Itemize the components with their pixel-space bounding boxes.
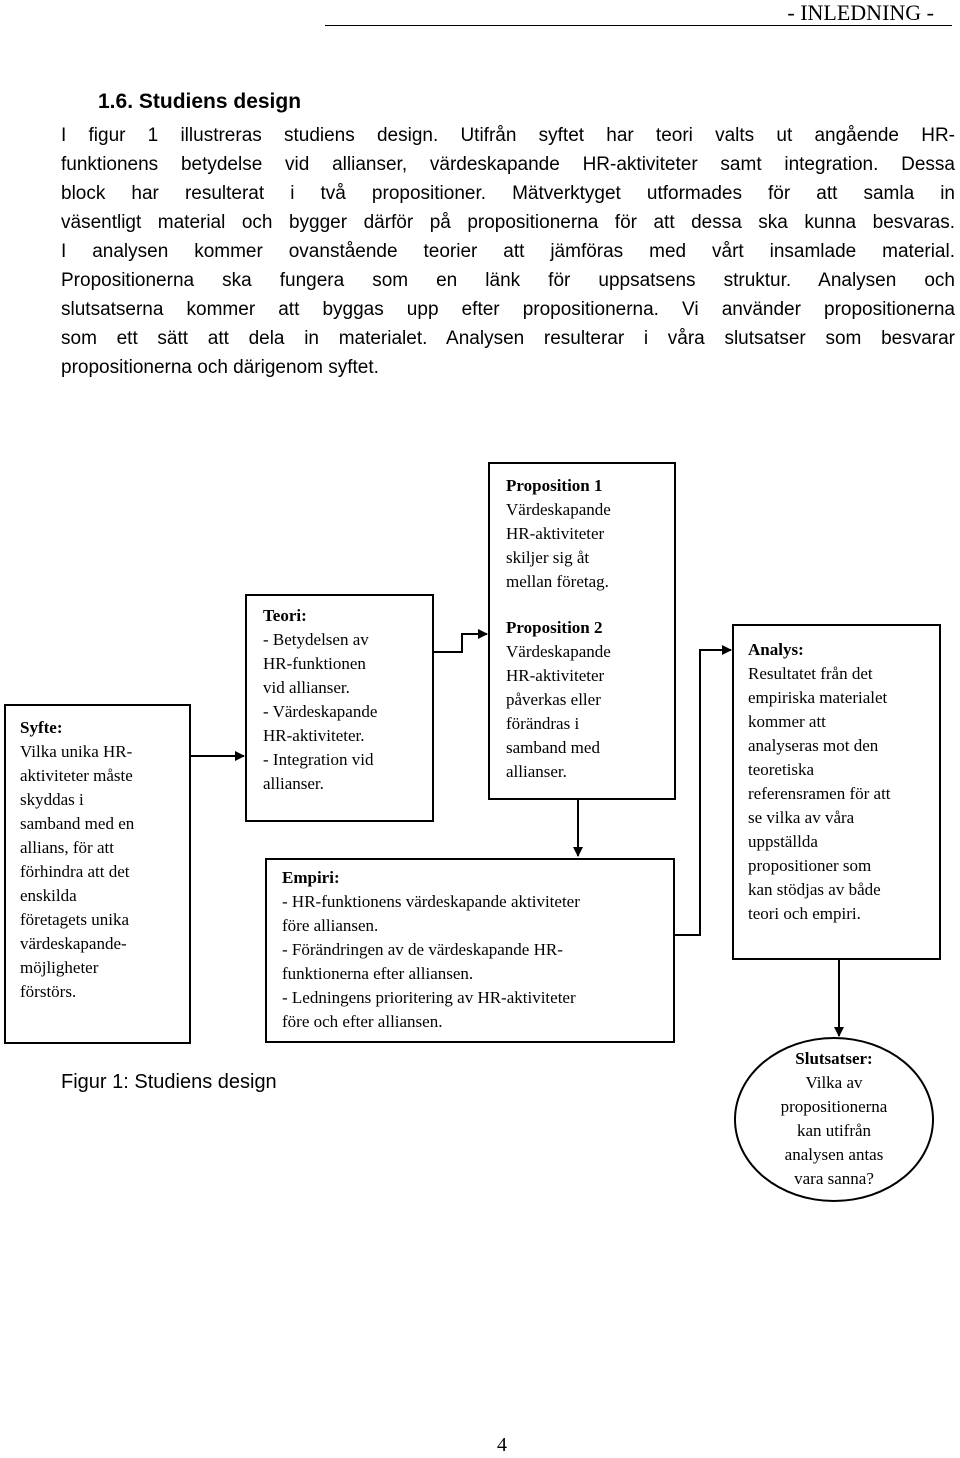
box-text-line: kommer att: [748, 712, 826, 731]
arrow-empiri-to-analys: [675, 645, 732, 936]
box-text-line: företagets unika: [20, 910, 130, 929]
box-text-line: värdeskapande-: [20, 934, 127, 953]
box-text-line: analysen antas: [784, 1145, 884, 1164]
box-text-line: enskilda: [20, 886, 77, 905]
analys-title: Analys:: [748, 640, 804, 659]
running-header: - INLEDNING -: [787, 0, 934, 25]
teori-lines: - Betydelsen av HR-funktionen vid allianse…: [263, 628, 432, 796]
box-text-line: propositioner som: [748, 856, 872, 875]
box-text-line: analyseras mot den: [748, 736, 879, 755]
syfte-title: Syfte:: [20, 718, 63, 737]
box-text-line: samband med: [506, 738, 600, 757]
header-rule: [325, 25, 952, 26]
box-text-line: teoretiska: [748, 760, 815, 779]
paragraph-line: block har resulterat i två propositioner…: [61, 183, 955, 204]
empiri-lines: - HR-funktionens värdeskapande aktivitet…: [282, 890, 673, 1034]
teori-title: Teori:: [263, 606, 307, 625]
box-text-line: vara sanna?: [794, 1169, 874, 1188]
box-text-line: allianser.: [263, 774, 324, 793]
box-text-line: kan stödjas av både: [748, 880, 881, 899]
box-text-line: Värdeskapande: [506, 500, 611, 519]
box-text-line: - Betydelsen av: [263, 630, 369, 649]
box-text-line: referensramen för att: [748, 784, 891, 803]
syfte-box: Syfte: Vilka unika HR-aktiviteter måste s…: [4, 704, 191, 1044]
box-text-line: - Värdeskapande: [263, 702, 378, 721]
paragraph-line: Propositionerna ska fungera som en länk …: [61, 270, 955, 291]
box-text-line: funktionerna efter alliansen.: [282, 964, 474, 983]
box-text-line: uppställda: [748, 832, 818, 851]
box-text-line: allianser.: [506, 762, 567, 781]
page-number: 4: [497, 1434, 507, 1456]
paragraph-line: som ett sätt att dela in materialet. Ana…: [61, 328, 955, 349]
box-text-line: Värdeskapande: [506, 642, 611, 661]
box-text-line: skiljer sig åt: [506, 548, 590, 567]
empiri-title: Empiri:: [282, 868, 340, 887]
box-text-line: Resultatet från det: [748, 664, 873, 683]
paragraph-line: funktionens betydelse vid allianser, vär…: [61, 154, 955, 175]
paragraph-line: propositionerna och därigenom syftet.: [61, 357, 379, 378]
box-text-line: mellan företag.: [506, 572, 609, 591]
box-text-line: propositionerna: [780, 1097, 888, 1116]
empiri-box: Empiri: - HR-funktionens värdeskapande a…: [265, 858, 675, 1043]
box-text-line: HR-aktiviteter: [506, 666, 605, 685]
box-text-line: före och efter alliansen.: [282, 1012, 443, 1031]
box-text-line: förhindra att det: [20, 862, 130, 881]
box-text-line: empiriska materialet: [748, 688, 888, 707]
box-text-line: se vilka av våra: [748, 808, 855, 827]
box-text-line: allians, för att: [20, 838, 114, 857]
box-text-line: vid allianser.: [263, 678, 350, 697]
box-text-line: kan utifrån: [796, 1121, 872, 1140]
teori-box: Teori: - Betydelsen av HR-funktionen vid a…: [245, 594, 434, 822]
paragraph-line: slutsatserna kommer att byggas upp efter…: [61, 299, 955, 320]
slutsatser-lines: Vilka av propositionerna kan utifrån analys…: [736, 1071, 932, 1191]
paragraph-line: I analysen kommer ovanstående teorier at…: [61, 241, 955, 262]
box-text-line: förstörs.: [20, 982, 77, 1001]
box-text-line: - Ledningens prioritering av HR-aktivite…: [282, 988, 576, 1007]
analys-box: Analys: Resultatet från det empiriska mat…: [732, 624, 941, 960]
proposition2-title: Proposition 2: [506, 618, 603, 637]
box-text-line: samband med en: [20, 814, 135, 833]
syfte-lines: Vilka unika HR-aktiviteter måste skyddas …: [20, 740, 189, 1004]
box-text-line: teori och empiri.: [748, 904, 861, 923]
slutsatser-title: Slutsatser:: [795, 1049, 873, 1068]
arrow-teori-to-propositions: [434, 629, 488, 653]
slutsatser-ellipse: Slutsatser: Vilka av propositionerna kan u…: [734, 1037, 934, 1202]
box-text-line: aktiviteter måste: [20, 766, 133, 785]
box-text-line: HR-aktiviteter: [506, 524, 605, 543]
box-text-line: skyddas i: [20, 790, 84, 809]
proposition1-title: Proposition 1: [506, 476, 603, 495]
box-text-line: HR-funktionen: [263, 654, 366, 673]
box-text-line: före alliansen.: [282, 916, 379, 935]
section-title: 1.6. Studiens design: [98, 90, 302, 113]
box-text-line: påverkas eller: [506, 690, 601, 709]
body-paragraph: I figur 1 illustreras studiens design. U…: [61, 121, 955, 382]
figure-caption: Figur 1: Studiens design: [61, 1071, 277, 1093]
box-text-line: Vilka av: [805, 1073, 863, 1092]
analys-lines: Resultatet från det empiriska materialet k…: [748, 662, 939, 926]
box-text-line: HR-aktiviteter.: [263, 726, 365, 745]
box-text-line: - Integration vid: [263, 750, 374, 769]
box-text-line: - HR-funktionens värdeskapande aktivitet…: [282, 892, 580, 911]
paragraph-line: I figur 1 illustreras studiens design. U…: [61, 125, 955, 146]
box-text-line: möjligheter: [20, 958, 99, 977]
box-text-line: förändras i: [506, 714, 580, 733]
paragraph-line: väsentligt material och bygger därför på…: [61, 212, 955, 233]
box-text-line: - Förändringen av de värdeskapande HR-: [282, 940, 563, 959]
box-text-line: Vilka unika HR-: [20, 742, 133, 761]
